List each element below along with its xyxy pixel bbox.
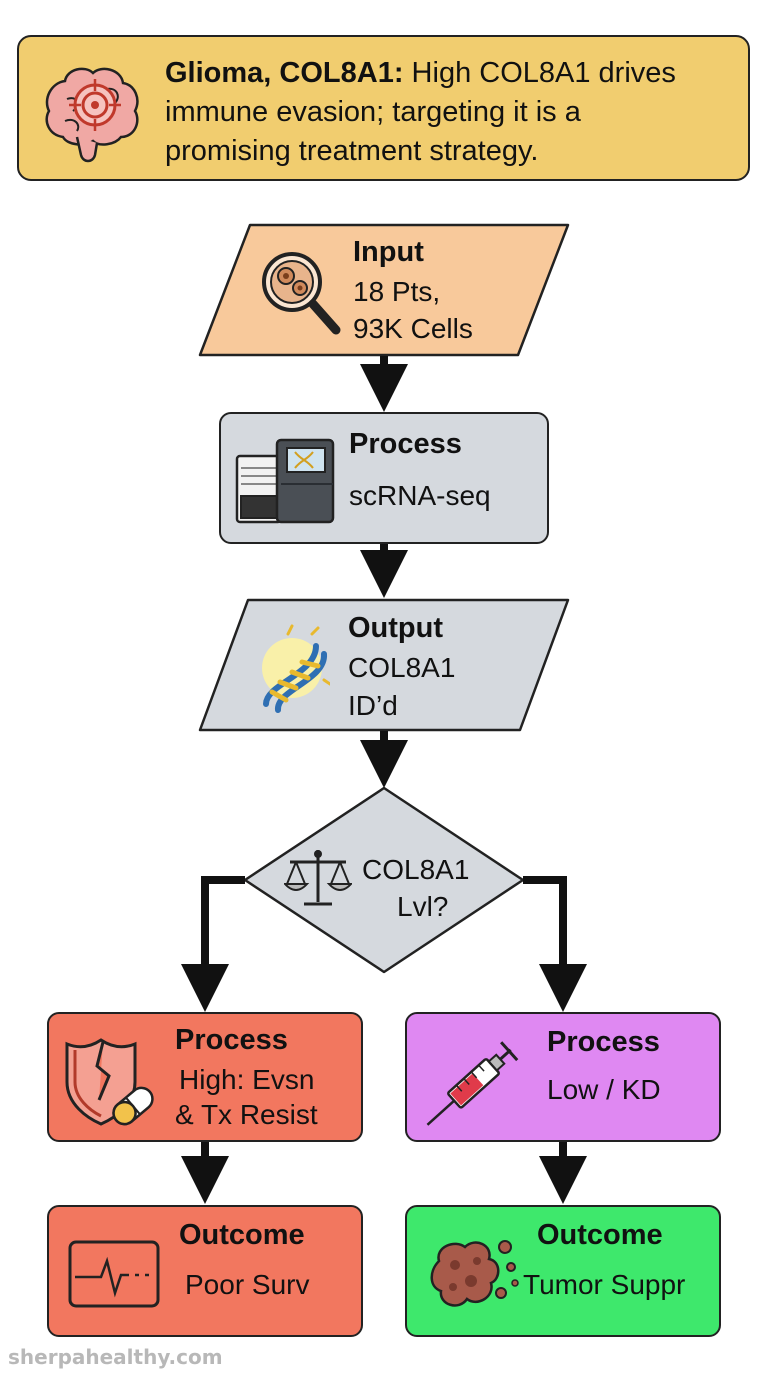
magnifier-cells-icon [262, 252, 341, 335]
process-low-box: Process Low / KD [405, 1012, 721, 1142]
decision-shape [243, 786, 525, 974]
decision-line1: COL8A1 [362, 854, 470, 885]
input-title: Input [353, 236, 424, 268]
summary-title: Glioma, COL8A1: [165, 57, 404, 89]
process-scrna-label: scRNA-seq [349, 480, 491, 511]
process-low-title: Process [547, 1026, 660, 1058]
input-line1: 18 Pts, [353, 276, 441, 307]
output-line1: COL8A1 [348, 652, 456, 683]
output-line2: ID’d [348, 690, 398, 721]
outcome-good-title: Outcome [537, 1219, 663, 1251]
summary-banner: Glioma, COL8A1: High COL8A1 drives immun… [17, 35, 750, 181]
summary-line1: High COL8A1 drives [403, 57, 676, 89]
outcome-poor-label: Poor Surv [185, 1269, 310, 1300]
balance-scale-icon [284, 850, 352, 906]
outcome-poor-box: Outcome Poor Surv [47, 1205, 363, 1337]
output-title: Output [348, 612, 444, 644]
summary-text: Glioma, COL8A1: High COL8A1 drives immun… [165, 54, 745, 171]
broken-shield-pill-icon [65, 1038, 154, 1126]
arrow-decision-to-low [523, 876, 587, 1012]
sequencer-icon [235, 438, 335, 524]
heartbeat-monitor-icon [68, 1240, 160, 1308]
outcome-poor-title: Outcome [179, 1219, 305, 1251]
arrow-decision-to-high [181, 876, 245, 1012]
process-low-label: Low / KD [547, 1074, 661, 1105]
brain-target-icon [45, 67, 139, 163]
outcome-good-label: Tumor Suppr [523, 1269, 686, 1300]
watermark: sherpahealthy.com [8, 1345, 223, 1369]
process-scrna-box: Process scRNA-seq [219, 412, 549, 544]
tumor-cells-icon [430, 1240, 519, 1307]
dna-icon [262, 624, 330, 713]
input-line2: 93K Cells [353, 313, 473, 344]
summary-line3: promising treatment strategy. [165, 135, 539, 167]
syringe-icon [426, 1041, 519, 1126]
process-high-box: Process High: Evsn & Tx Resist [47, 1012, 363, 1142]
process-high-title: Process [175, 1024, 288, 1056]
process-high-line2: & Tx Resist [175, 1099, 318, 1130]
process-high-line1: High: Evsn [179, 1064, 315, 1095]
process-scrna-title: Process [349, 428, 462, 460]
outcome-good-box: Outcome Tumor Suppr [405, 1205, 721, 1337]
summary-line2: immune evasion; targeting it is a [165, 96, 581, 128]
decision-line2: Lvl? [397, 891, 449, 922]
